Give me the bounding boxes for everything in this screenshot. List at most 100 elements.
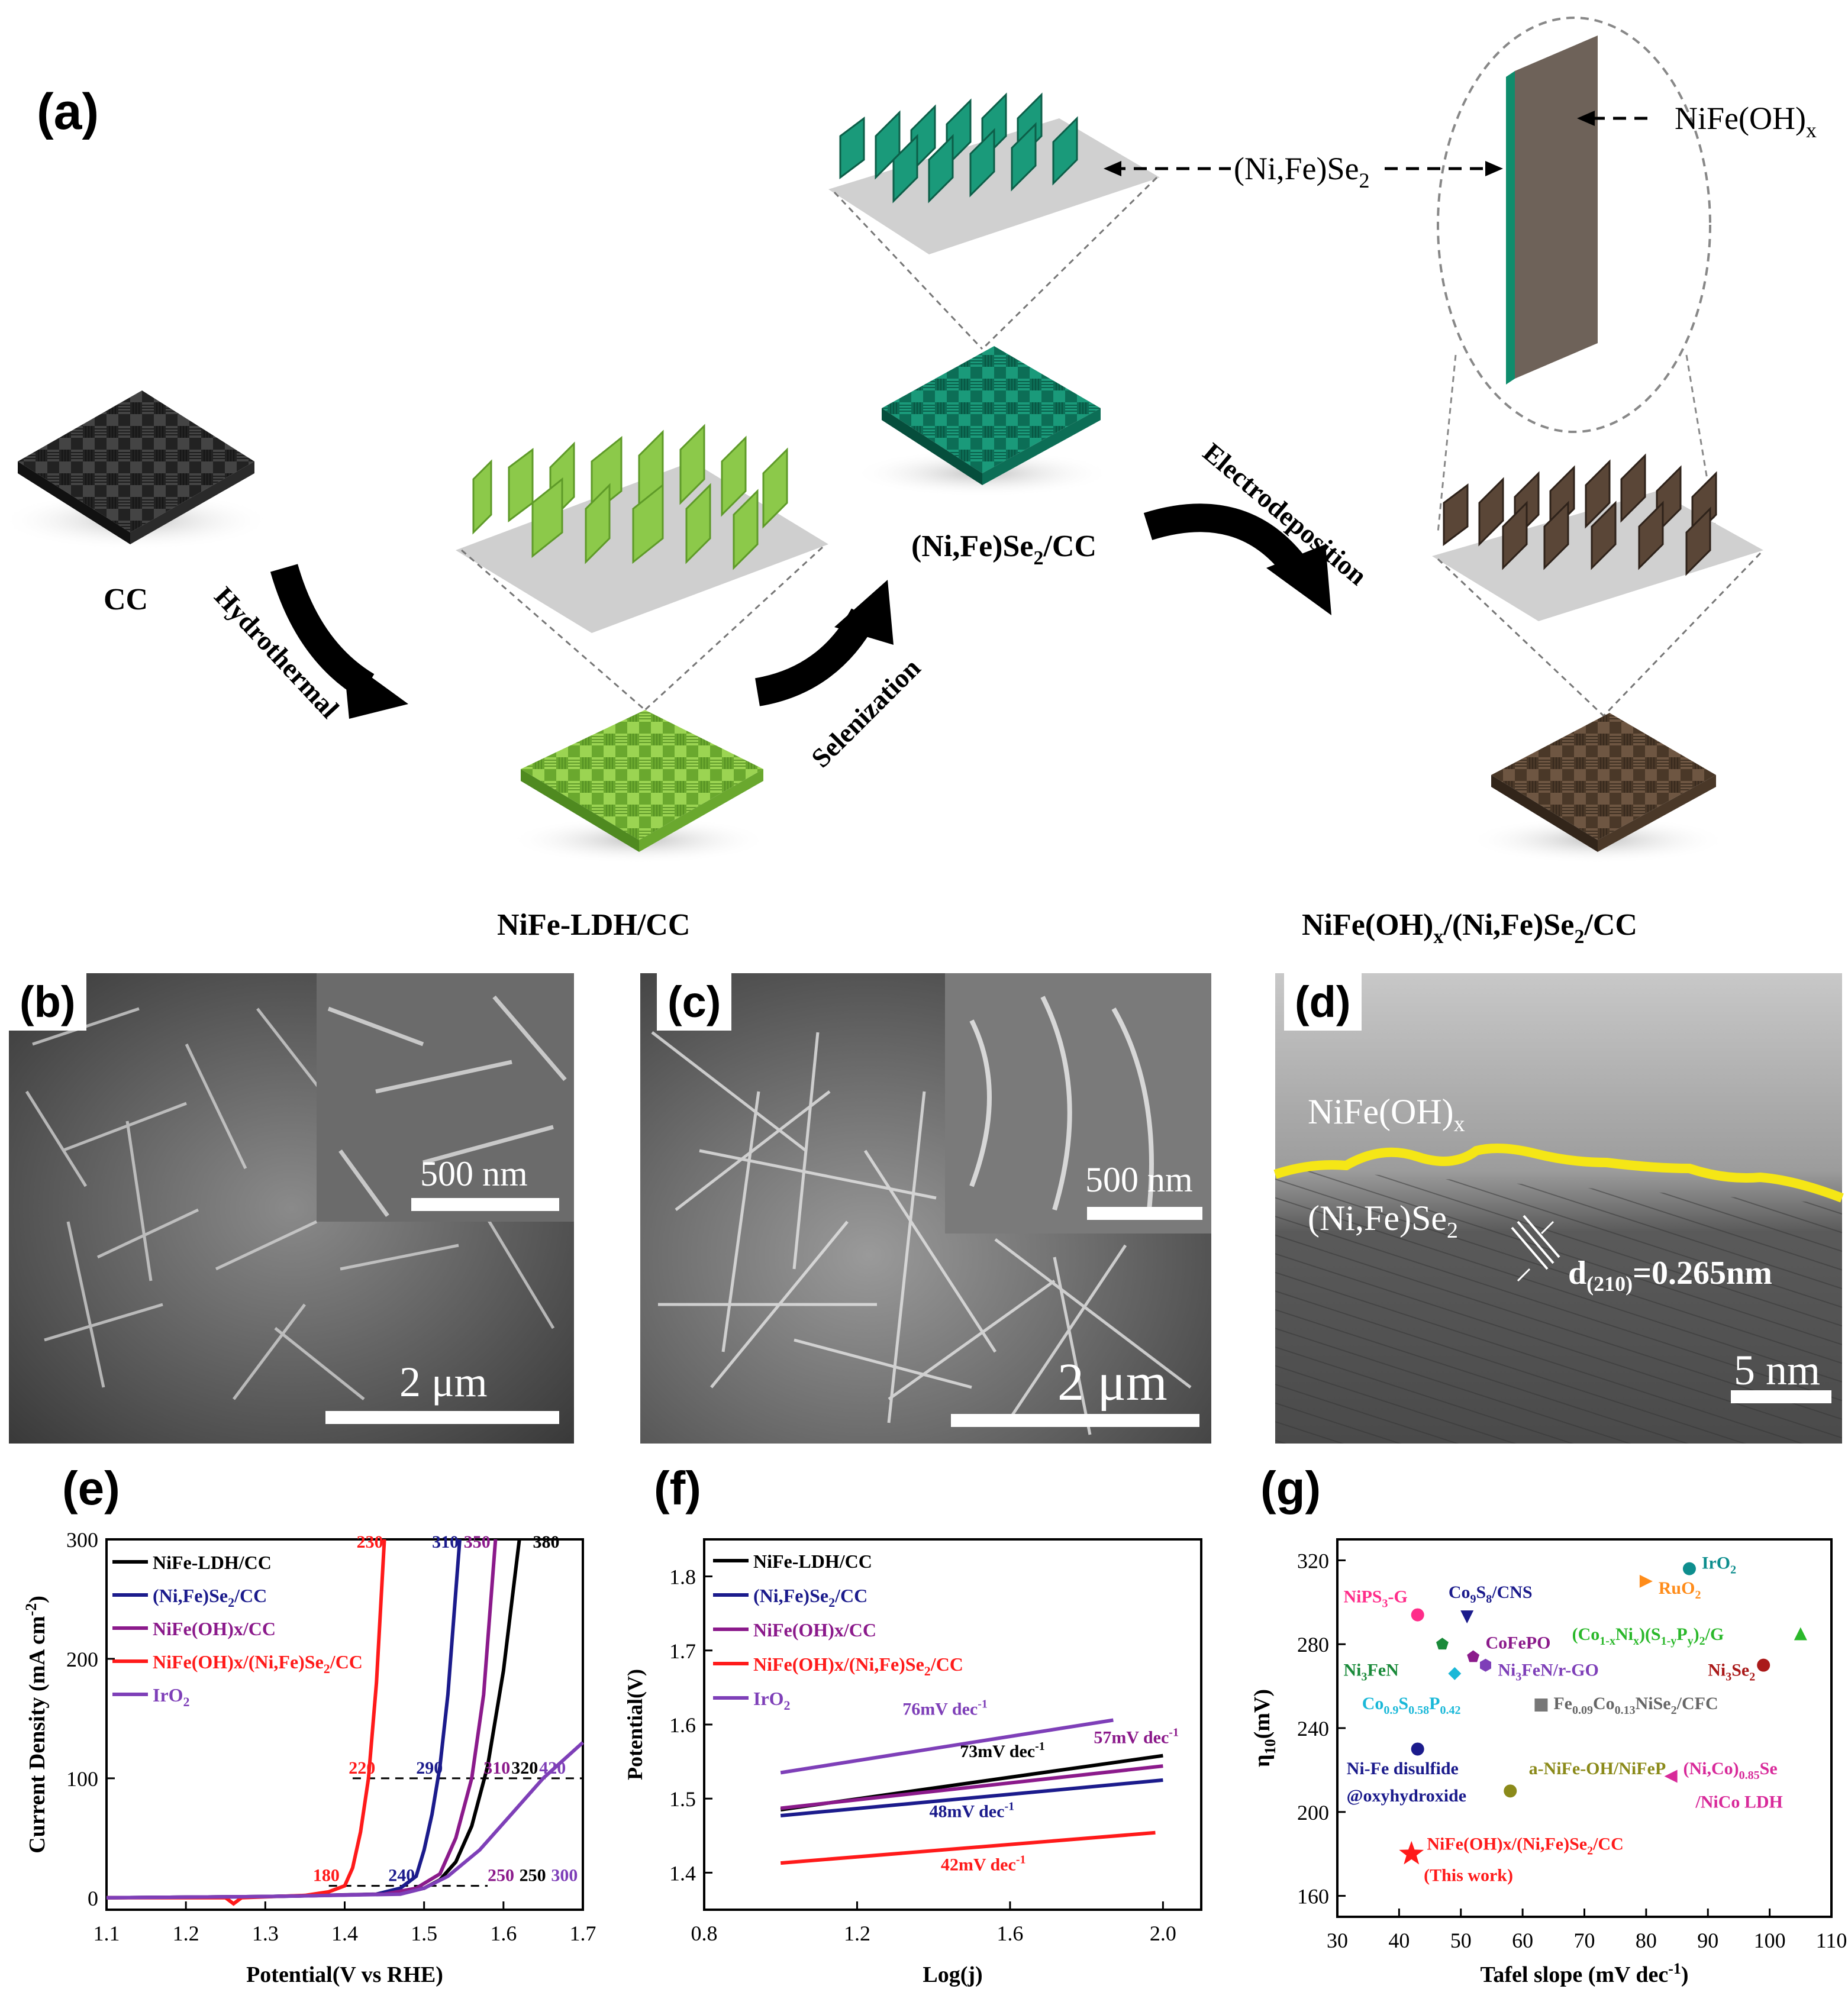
chart-g-ylabel-text: η [1250, 1754, 1275, 1767]
chart-g-point [1639, 1574, 1653, 1588]
chart-g-point-label-text: Co [1362, 1694, 1384, 1713]
chart-g-point-label: a-NiFe-OH/NiFeP [1529, 1759, 1666, 1778]
chart-f-legend-text: NiFe(OH)x/CC [753, 1619, 876, 1641]
chart-e-annotation: 230 [357, 1532, 383, 1552]
chart-f-series-line [780, 1764, 1163, 1810]
panel-d-top-layer-label: NiFe(OH)x [1308, 1092, 1465, 1136]
synthesis-schematic: CC Hydrothermal [0, 17, 1817, 948]
chart-f-xtick-label: 1.6 [996, 1922, 1023, 1945]
panel-c-sem-image: 500 nm 2 μm [640, 973, 1211, 1444]
chart-f-ylabel: Potential(V) [623, 1669, 647, 1780]
chart-e-legend-sub: 2 [228, 1595, 234, 1610]
chart-g-xtick-label: 110 [1816, 1929, 1847, 1952]
chart-g-ytick-label: 280 [1297, 1633, 1329, 1657]
chart-g-point-label-text: Ni-Fe disulfide [1347, 1759, 1459, 1778]
chart-g-point-label: Co9S8/CNS [1449, 1583, 1533, 1606]
panel-f-label: (f) [654, 1462, 701, 1515]
se2-label: (Ni,Fe)Se2/CC [911, 529, 1096, 569]
chart-g-point-label-text: Ni [1708, 1660, 1726, 1680]
chart-f-series-line [780, 1718, 1114, 1775]
chart-g-ylabel-tail: (mV) [1250, 1689, 1275, 1739]
chart-g-point-label-tail: P [1429, 1694, 1440, 1713]
chart-e-annotation: 320 [511, 1758, 538, 1778]
cc-label: CC [104, 583, 148, 616]
chart-g-point-label-sub: 2 [1730, 1564, 1736, 1577]
chart-g-point-label-text: @oxyhydroxide [1347, 1786, 1466, 1806]
chart-e-annotation: 180 [313, 1866, 340, 1885]
chart-g-point [1411, 1608, 1424, 1622]
chart-f-annotation: 73mV dec-1 [960, 1740, 1045, 1761]
chart-g-point [1794, 1627, 1807, 1641]
chart-f-annotation-text: 48mV dec [930, 1802, 1005, 1822]
chart-g-point-label-sub: y [1688, 1635, 1694, 1648]
chart-e-annotation: 380 [533, 1532, 559, 1552]
chart-g-point [1460, 1610, 1474, 1624]
chart-f-ytick-label: 1.8 [669, 1565, 696, 1589]
chart-g-xlabel-tail: ) [1681, 1962, 1689, 1987]
chart-e-legend-label: NiFe(OH)x/(Ni,Fe)Se2/CC [153, 1651, 363, 1676]
chart-g-point-label-text: (Ni,Co) [1683, 1759, 1739, 1778]
chart-e-xtick-label: 1.5 [411, 1922, 437, 1945]
chart-f-legend-sub: 2 [924, 1664, 931, 1678]
chart-g-xtick-label: 60 [1512, 1929, 1533, 1952]
chart-g-point [1399, 1840, 1424, 1865]
chart-g-point-label-tail: /CFC [1676, 1694, 1718, 1713]
panel-d-scale: 5 nm [1734, 1346, 1821, 1394]
panel-g-label: (g) [1260, 1462, 1321, 1515]
chart-e-xlabel: Potential(V vs RHE) [246, 1962, 443, 1987]
chart-g-point-label: Ni3FeN/r-GO [1498, 1660, 1599, 1683]
chart-g-point-label: /NiCo LDH [1695, 1793, 1783, 1812]
chart-g-point-label: Ni3FeN [1343, 1660, 1399, 1683]
chart-f-xlabel: Log(j) [923, 1962, 982, 1987]
chart-f-legend-label: (Ni,Fe)Se2/CC [753, 1585, 867, 1610]
chart-g-point-label-sub: 2 [1587, 1845, 1593, 1858]
chart-e-annotation: 310 [432, 1532, 459, 1552]
chart-f-annotation-sup: -1 [978, 1698, 988, 1711]
ldh-nanosheet-zoom [456, 424, 828, 864]
panel-d-label: (d) [1284, 973, 1362, 1031]
chart-g-point-label-sub: x [1633, 1635, 1639, 1648]
se2-callout-label: (Ni,Fe)Se2 [1234, 151, 1369, 192]
chart-f-legend-tail: /CC [930, 1654, 963, 1675]
chart-g-xtick-label: 100 [1754, 1929, 1786, 1952]
chart-g-point-label-sub: 3 [1361, 1670, 1367, 1683]
chart-g-point-label-tail: /CNS [1491, 1583, 1532, 1602]
chart-e-legend-label: IrO2 [153, 1684, 190, 1709]
chart-f-annotation-text: 73mV dec [960, 1742, 1035, 1761]
chart-g-xtick-label: 30 [1327, 1929, 1348, 1952]
se2-callout-arrowhead-right [1485, 161, 1503, 176]
chart-g-point-label-tail: S [1398, 1694, 1408, 1713]
panel-e-label: (e) [62, 1462, 120, 1515]
chart-f-xtick-label: 1.2 [844, 1922, 870, 1945]
chart-e-annotation: 310 [483, 1758, 510, 1778]
chart-g-point-label-text: (Co [1572, 1625, 1600, 1644]
oh-callout-label: NiFe(OH)x [1675, 101, 1817, 142]
chart-g-point-label-sub: 0.13 [1615, 1704, 1636, 1717]
chart-g-point [1467, 1650, 1480, 1662]
chart-f-ytick-label: 1.6 [669, 1713, 696, 1737]
chart-g-point-label-sub: 2 [1749, 1670, 1755, 1683]
chart-g-point-label-sub: 9 [1470, 1593, 1476, 1606]
chart-g-ylabel: η10(mV) [1250, 1689, 1279, 1767]
panel-b-main-scale: 2 μm [399, 1358, 488, 1406]
chart-e-legend-sub: 2 [183, 1694, 190, 1709]
chart-e-legend-tail: /CC [234, 1585, 267, 1606]
chart-g-point-label-tail: FeN [1367, 1660, 1399, 1680]
chart-f-ytick-label: 1.7 [669, 1639, 696, 1663]
chart-e-legend-text: NiFe(OH)x/(Ni,Fe)Se [153, 1651, 324, 1672]
chart-g-point-label-text: RuO [1659, 1578, 1695, 1598]
chart-g-xlabel-text: Tafel slope (mV dec [1480, 1962, 1668, 1987]
chart-g-point-label-tail: Co [1593, 1694, 1615, 1713]
panel-d-lattice-label: d(210)=0.265nm [1568, 1255, 1772, 1296]
selenization-arrow [754, 580, 894, 706]
chart-g-point-label-text: IrO [1702, 1554, 1730, 1573]
chart-g-ytick-label: 320 [1297, 1549, 1329, 1572]
chart-e-legend-label: (Ni,Fe)Se2/CC [153, 1585, 267, 1610]
chart-g-point [1436, 1638, 1449, 1650]
chart-e-annotation: 250 [520, 1866, 546, 1885]
chart-g-ytick-label: 240 [1297, 1717, 1329, 1741]
chart-g-xtick-label: 90 [1697, 1929, 1718, 1952]
chart-e-ytick-label: 300 [66, 1528, 98, 1552]
chart-g-point-label: Ni-Fe disulfide [1347, 1759, 1459, 1778]
